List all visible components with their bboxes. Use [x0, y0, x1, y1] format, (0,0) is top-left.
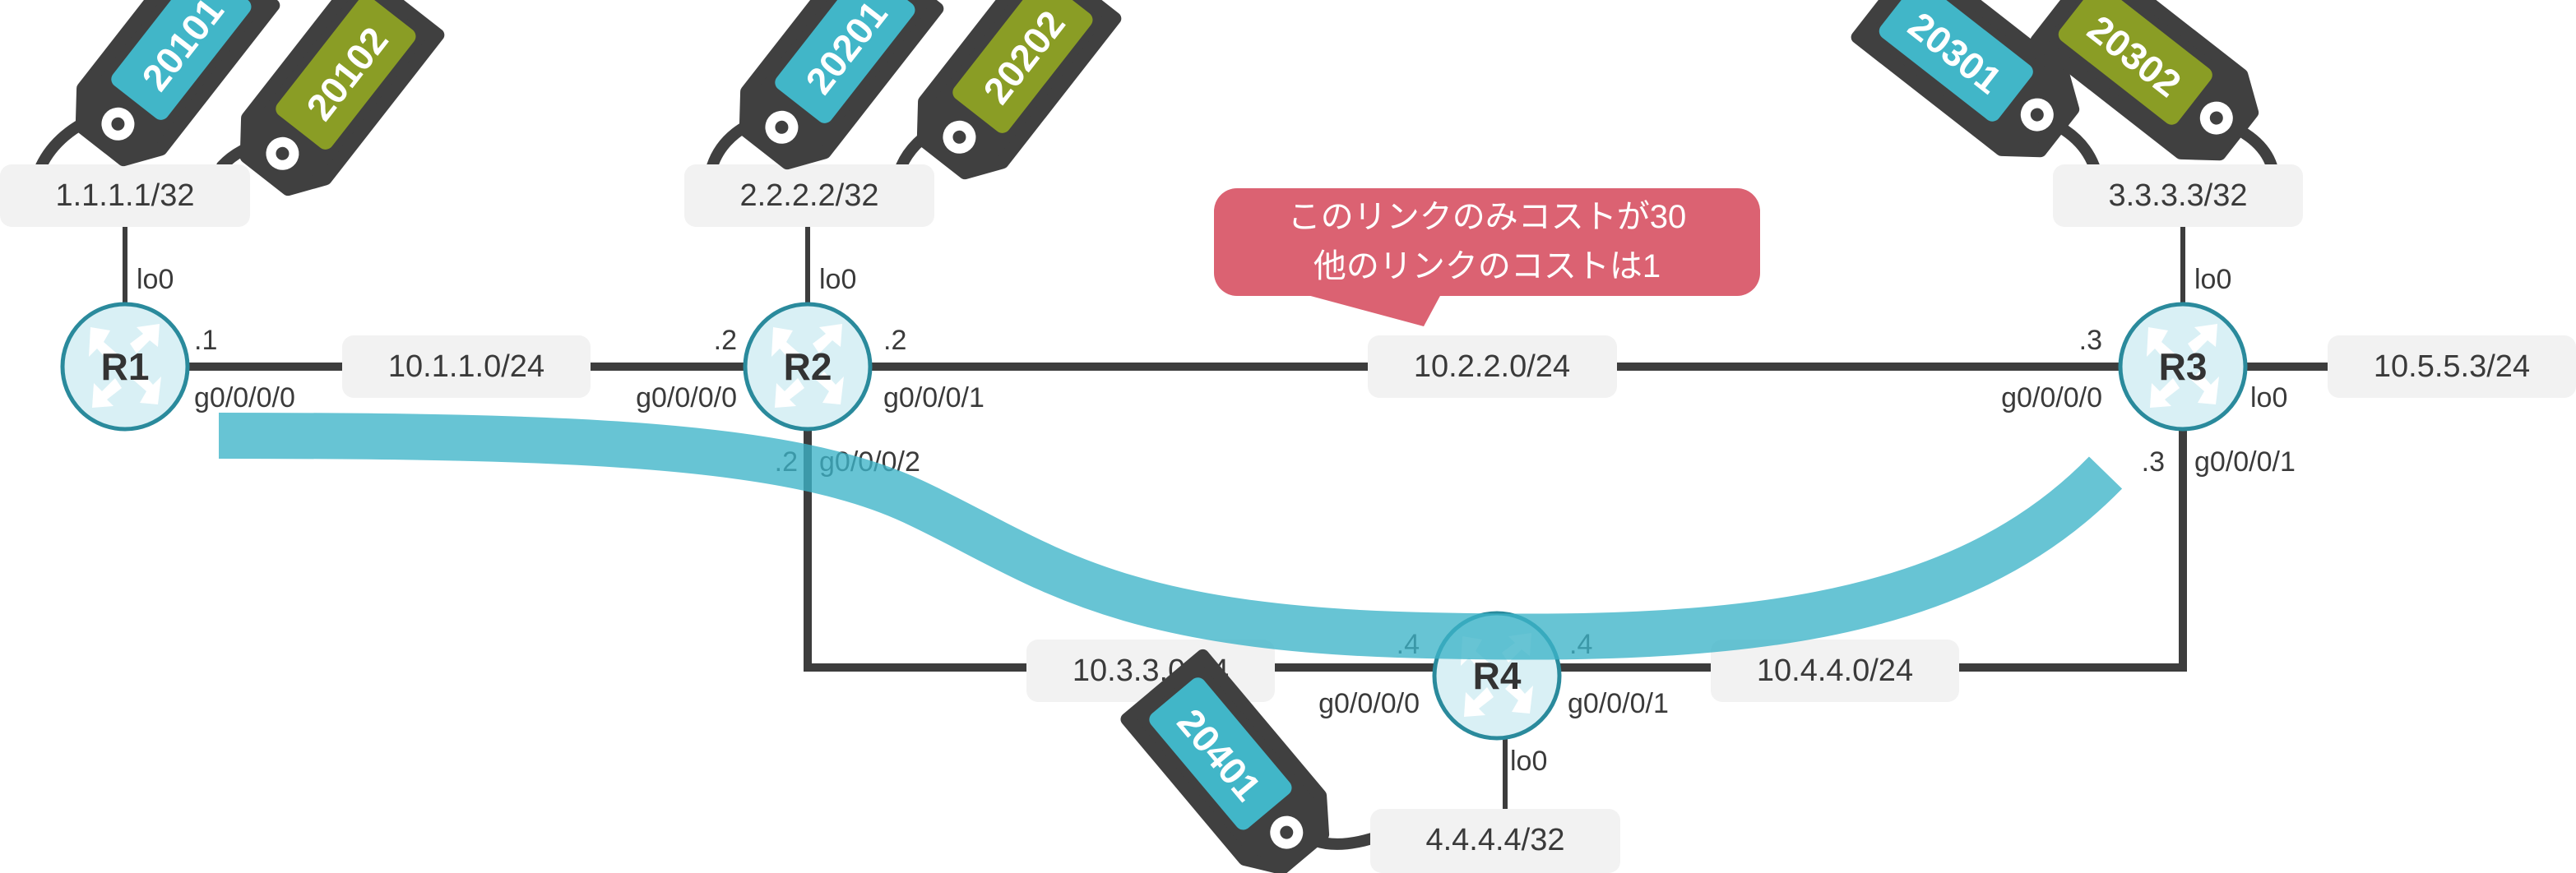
interface-label: lo0 — [137, 264, 174, 295]
router-label: R1 — [101, 345, 150, 388]
interface-label: g0/0/0/1 — [883, 382, 985, 413]
router-r3[interactable]: R3 — [2118, 302, 2248, 432]
subnet-label: 2.2.2.2/32 — [739, 178, 878, 213]
subnet-box-r4-r3: 10.4.4.0/24 — [1711, 640, 1959, 702]
traffic-path-highlight — [218, 413, 2123, 660]
router-r2[interactable]: R2 — [743, 302, 873, 432]
router-label: R4 — [1473, 654, 1522, 697]
sid-tag-20302: 20302 — [2037, 0, 2267, 172]
interface-label: g0/0/0/0 — [194, 382, 295, 413]
router-label: R2 — [784, 345, 832, 388]
subnet-label: 3.3.3.3/32 — [2108, 178, 2247, 213]
sid-tag-20102: 20102 — [229, 0, 438, 203]
subnet-label: 10.4.4.0/24 — [1757, 654, 1913, 688]
cost-callout: このリンクのみコストが30 他のリンクのコストは1 — [1214, 188, 1760, 326]
interface-label: g0/0/0/0 — [2001, 382, 2102, 413]
subnet-box-r3-ext: 10.5.5.3/24 — [2328, 335, 2576, 398]
host-label: .2 — [714, 325, 737, 356]
interface-label: lo0 — [2194, 264, 2231, 295]
interface-label: g0/0/0/1 — [1568, 688, 1669, 719]
subnet-box-r1-lo: 1.1.1.1/32 — [0, 164, 250, 227]
host-label: .1 — [194, 325, 217, 356]
interface-label: g0/0/0/0 — [636, 382, 737, 413]
subnet-box-r4-lo: 4.4.4.4/32 — [1370, 809, 1620, 873]
interface-label: g0/0/0/1 — [2194, 446, 2296, 478]
interface-label: lo0 — [2250, 382, 2287, 413]
subnet-label: 10.5.5.3/24 — [2374, 349, 2530, 384]
router-r1[interactable]: R1 — [60, 302, 190, 432]
interface-label: lo0 — [819, 264, 856, 295]
sid-tag-20202: 20202 — [906, 0, 1115, 187]
callout-line-2: 他のリンクのコストは1 — [1313, 248, 1661, 284]
subnet-label: 4.4.4.4/32 — [1425, 823, 1564, 857]
router-label: R3 — [2159, 345, 2208, 388]
host-label: .3 — [2142, 446, 2165, 478]
subnet-box-r1-r2: 10.1.1.0/24 — [342, 335, 591, 398]
sid-tag-20401: 20401 — [1127, 656, 1340, 873]
interface-label: lo0 — [1510, 746, 1547, 777]
subnet-label: 1.1.1.1/32 — [55, 178, 194, 213]
subnet-box-r2-lo: 2.2.2.2/32 — [684, 164, 934, 227]
subnet-label: 10.2.2.0/24 — [1414, 349, 1570, 384]
sid-tag-20101: 20101 — [64, 0, 274, 173]
subnet-box-r3-lo: 3.3.3.3/32 — [2053, 164, 2303, 227]
callout-line-1: このリンクのみコストが30 — [1288, 199, 1687, 235]
host-label: .3 — [2079, 325, 2102, 356]
subnet-label: 10.1.1.0/24 — [388, 349, 544, 384]
subnet-box-r2-r3: 10.2.2.0/24 — [1368, 335, 1617, 398]
sid-tag-20201: 20201 — [728, 0, 938, 177]
host-label: .2 — [883, 325, 906, 356]
sid-tag-20301: 20301 — [1858, 0, 2087, 169]
interface-label: g0/0/0/0 — [1318, 688, 1420, 719]
